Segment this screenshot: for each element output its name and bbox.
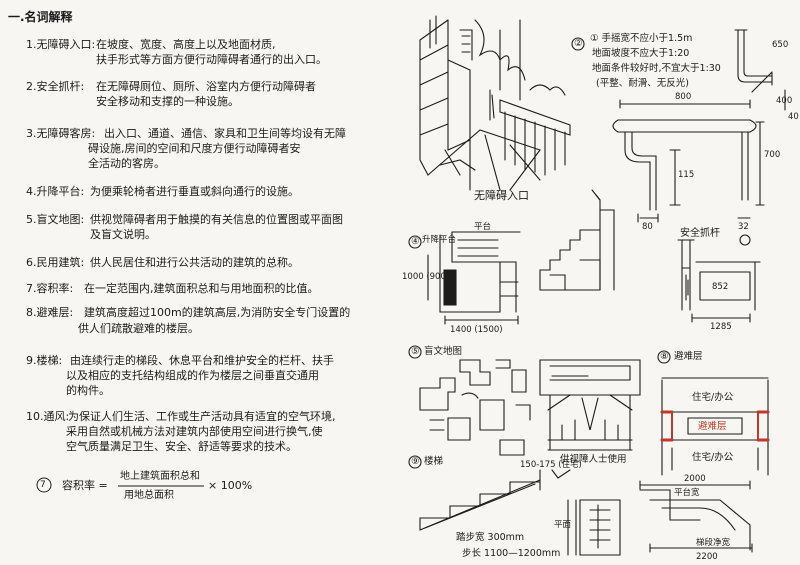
term-3-line-3: 全活动的客房。 bbox=[88, 157, 165, 170]
stairs-landing: 平台宽 bbox=[674, 488, 700, 498]
grab-bar-dim-w1: 80 bbox=[642, 222, 653, 232]
formula-label: 容积率 = bbox=[62, 479, 108, 492]
grab-bar-sketch bbox=[571, 29, 786, 223]
term-4: 4.升降平台: bbox=[26, 185, 85, 198]
refuge-label: 避难层 bbox=[674, 351, 703, 362]
stairs-width-label: 梯段净宽 bbox=[696, 538, 731, 548]
term-8-line-2: 供人们疏散避难的楼层。 bbox=[78, 322, 199, 335]
stairs-flight: 步长 1100—1200mm bbox=[462, 548, 561, 559]
section-title: 一.名词解释 bbox=[8, 10, 73, 24]
grab-bar-circle: ② bbox=[574, 38, 583, 49]
stairs-rise: 150-175 (住宅) bbox=[520, 460, 582, 470]
refuge-lower: 住宅/办公 bbox=[692, 452, 734, 463]
lift-label: 升降平台 bbox=[422, 235, 457, 245]
grab-bar-dim-h2: 115 bbox=[678, 170, 695, 180]
term-2: 2.安全抓杆: bbox=[26, 80, 85, 93]
grab-bar-dim-side: 400 bbox=[776, 96, 793, 106]
term-4-line-1: 为便乘轮椅者进行垂直或斜向通行的设施。 bbox=[90, 185, 299, 198]
braille-circle: ⑤ bbox=[411, 346, 420, 357]
lift-dim-1285: 1285 bbox=[710, 322, 732, 332]
braille-caption: 供视障人士使用 bbox=[560, 454, 627, 465]
term-6: 6.民用建筑: bbox=[26, 256, 85, 269]
refuge-floor-sketch bbox=[657, 350, 770, 476]
term-10-line-1: 为保证人们生活、工作或生产活动具有适宜的空气环境, bbox=[68, 410, 336, 423]
formula-numerator: 地上建筑面积总和 bbox=[120, 471, 200, 482]
term-8: 8.避难层: bbox=[26, 306, 74, 319]
term-3: 3.无障碍客房: bbox=[26, 127, 96, 140]
sketches-column: 无障碍入口 ② ① 手摇宽不应小于1.5m 地面坡度不应大于1:20 地面条件较… bbox=[400, 0, 800, 565]
term-10-line-2: 采用自然或机械方法对建筑内部使用空间进行换气,使 bbox=[66, 425, 323, 438]
term-2-line-2: 安全移动和支撑的一种设施。 bbox=[96, 95, 239, 108]
term-3-line-2: 碍设施,房间的空间和尺度方便行动障碍者安 bbox=[88, 142, 301, 155]
term-1-line-1: 在坡度、宽度、高度上以及地面材质, bbox=[96, 38, 276, 51]
grab-bar-dim-32: 32 bbox=[738, 222, 749, 232]
handrail-elevation-sketch bbox=[677, 234, 761, 323]
term-5-line-1: 供视觉障碍者用于触摸的有关信息的位置图或平面图 bbox=[90, 213, 343, 226]
stairs-dim-2000: 2000 bbox=[684, 474, 706, 484]
term-9: 9.楼梯: bbox=[26, 354, 63, 367]
grab-bar-dim-40: 40 bbox=[788, 112, 799, 122]
term-9-line-2: 以及相应的支托结构组成的作为楼层之间垂直交通用 bbox=[66, 369, 319, 382]
term-7: 7.容积率: bbox=[26, 282, 74, 295]
stairs-label: 楼梯 bbox=[424, 456, 444, 467]
lift-circle: ④ bbox=[411, 236, 420, 247]
sketches-drawing bbox=[408, 15, 786, 556]
term-3-line-1: 出入口、通道、通信、家具和卫生间等均设有无障 bbox=[104, 127, 346, 140]
formula-lines bbox=[36, 477, 204, 493]
lift-dim-852: 852 bbox=[712, 282, 729, 292]
braille-label: 盲文地图 bbox=[424, 346, 463, 357]
grab-bar-dim-top: 800 bbox=[675, 92, 692, 102]
lift-platform-label: 平台 bbox=[474, 222, 492, 232]
grab-bar-note-1: ① 手摇宽不应小于1.5m bbox=[590, 33, 693, 44]
entrance-sketch bbox=[419, 15, 571, 191]
term-9-line-3: 的构件。 bbox=[66, 384, 110, 397]
grab-bar-dim-650: 650 bbox=[772, 40, 789, 50]
stairs-dim-2200: 2200 bbox=[696, 552, 718, 562]
term-9-line-1: 由连续行走的梯段、休息平台和维护安全的栏杆、扶手 bbox=[70, 354, 334, 367]
definitions-column: 一.名词解释 1.无障碍入口: 在坡度、宽度、高度上以及地面材质, 扶手形式等方… bbox=[8, 10, 351, 501]
entrance-caption: 无障碍入口 bbox=[474, 189, 529, 202]
term-7-line-1: 在一定范围内,建筑面积总和与用地面积的比值。 bbox=[84, 282, 319, 295]
term-8-line-1: 建筑高度超过100m的建筑高层,为消防安全专门设置的 bbox=[84, 306, 351, 319]
formula-circle-number: 7 bbox=[40, 480, 46, 490]
grab-bar-note-2: 地面坡度不应大于1:20 bbox=[592, 48, 690, 59]
lift-dim-w: 1400 (1500) bbox=[450, 325, 503, 335]
stairs-plan: 平面 bbox=[554, 520, 572, 530]
refuge-circle: ⑧ bbox=[660, 351, 669, 362]
stairs-tread: 踏步宽 300mm bbox=[456, 532, 525, 543]
term-6-line-1: 供人民居住和进行公共活动的建筑的总称。 bbox=[90, 256, 299, 269]
term-1-line-2: 扶手形式等方面方便行动障碍者通行的出入口。 bbox=[96, 53, 327, 66]
stairs-sketch bbox=[408, 455, 753, 556]
grab-bar-title: 安全抓杆 bbox=[680, 228, 720, 239]
term-10-line-3: 空气质量满足卫生、安全、舒适等要求的技术。 bbox=[66, 440, 297, 453]
stairs-circle: ⑨ bbox=[411, 456, 420, 467]
braille-map-sketch bbox=[408, 345, 641, 456]
term-10: 10.通风: bbox=[26, 410, 70, 423]
term-1: 1.无障碍入口: bbox=[26, 38, 96, 51]
grab-bar-note-4: (平整、耐滑、无反光) bbox=[596, 78, 689, 89]
term-5-line-2: 及盲文说明。 bbox=[90, 228, 156, 241]
formula-denominator: 用地总面积 bbox=[124, 490, 174, 501]
refuge-upper: 住宅/办公 bbox=[692, 392, 734, 403]
grab-bar-note-3: 地面条件较好时,不宜大于1:30 bbox=[592, 63, 721, 74]
term-5: 5.盲文地图: bbox=[26, 213, 85, 226]
formula-suffix: × 100% bbox=[208, 479, 253, 492]
lift-platform-sketch bbox=[408, 189, 615, 325]
grab-bar-dim-h: 700 bbox=[764, 150, 781, 160]
refuge-middle: 避难层 bbox=[698, 421, 727, 432]
lift-dim-h: 1000 (900) bbox=[402, 272, 450, 282]
term-2-line-1: 在无障碍厕位、厕所、浴室内方便行动障碍者 bbox=[96, 80, 316, 93]
